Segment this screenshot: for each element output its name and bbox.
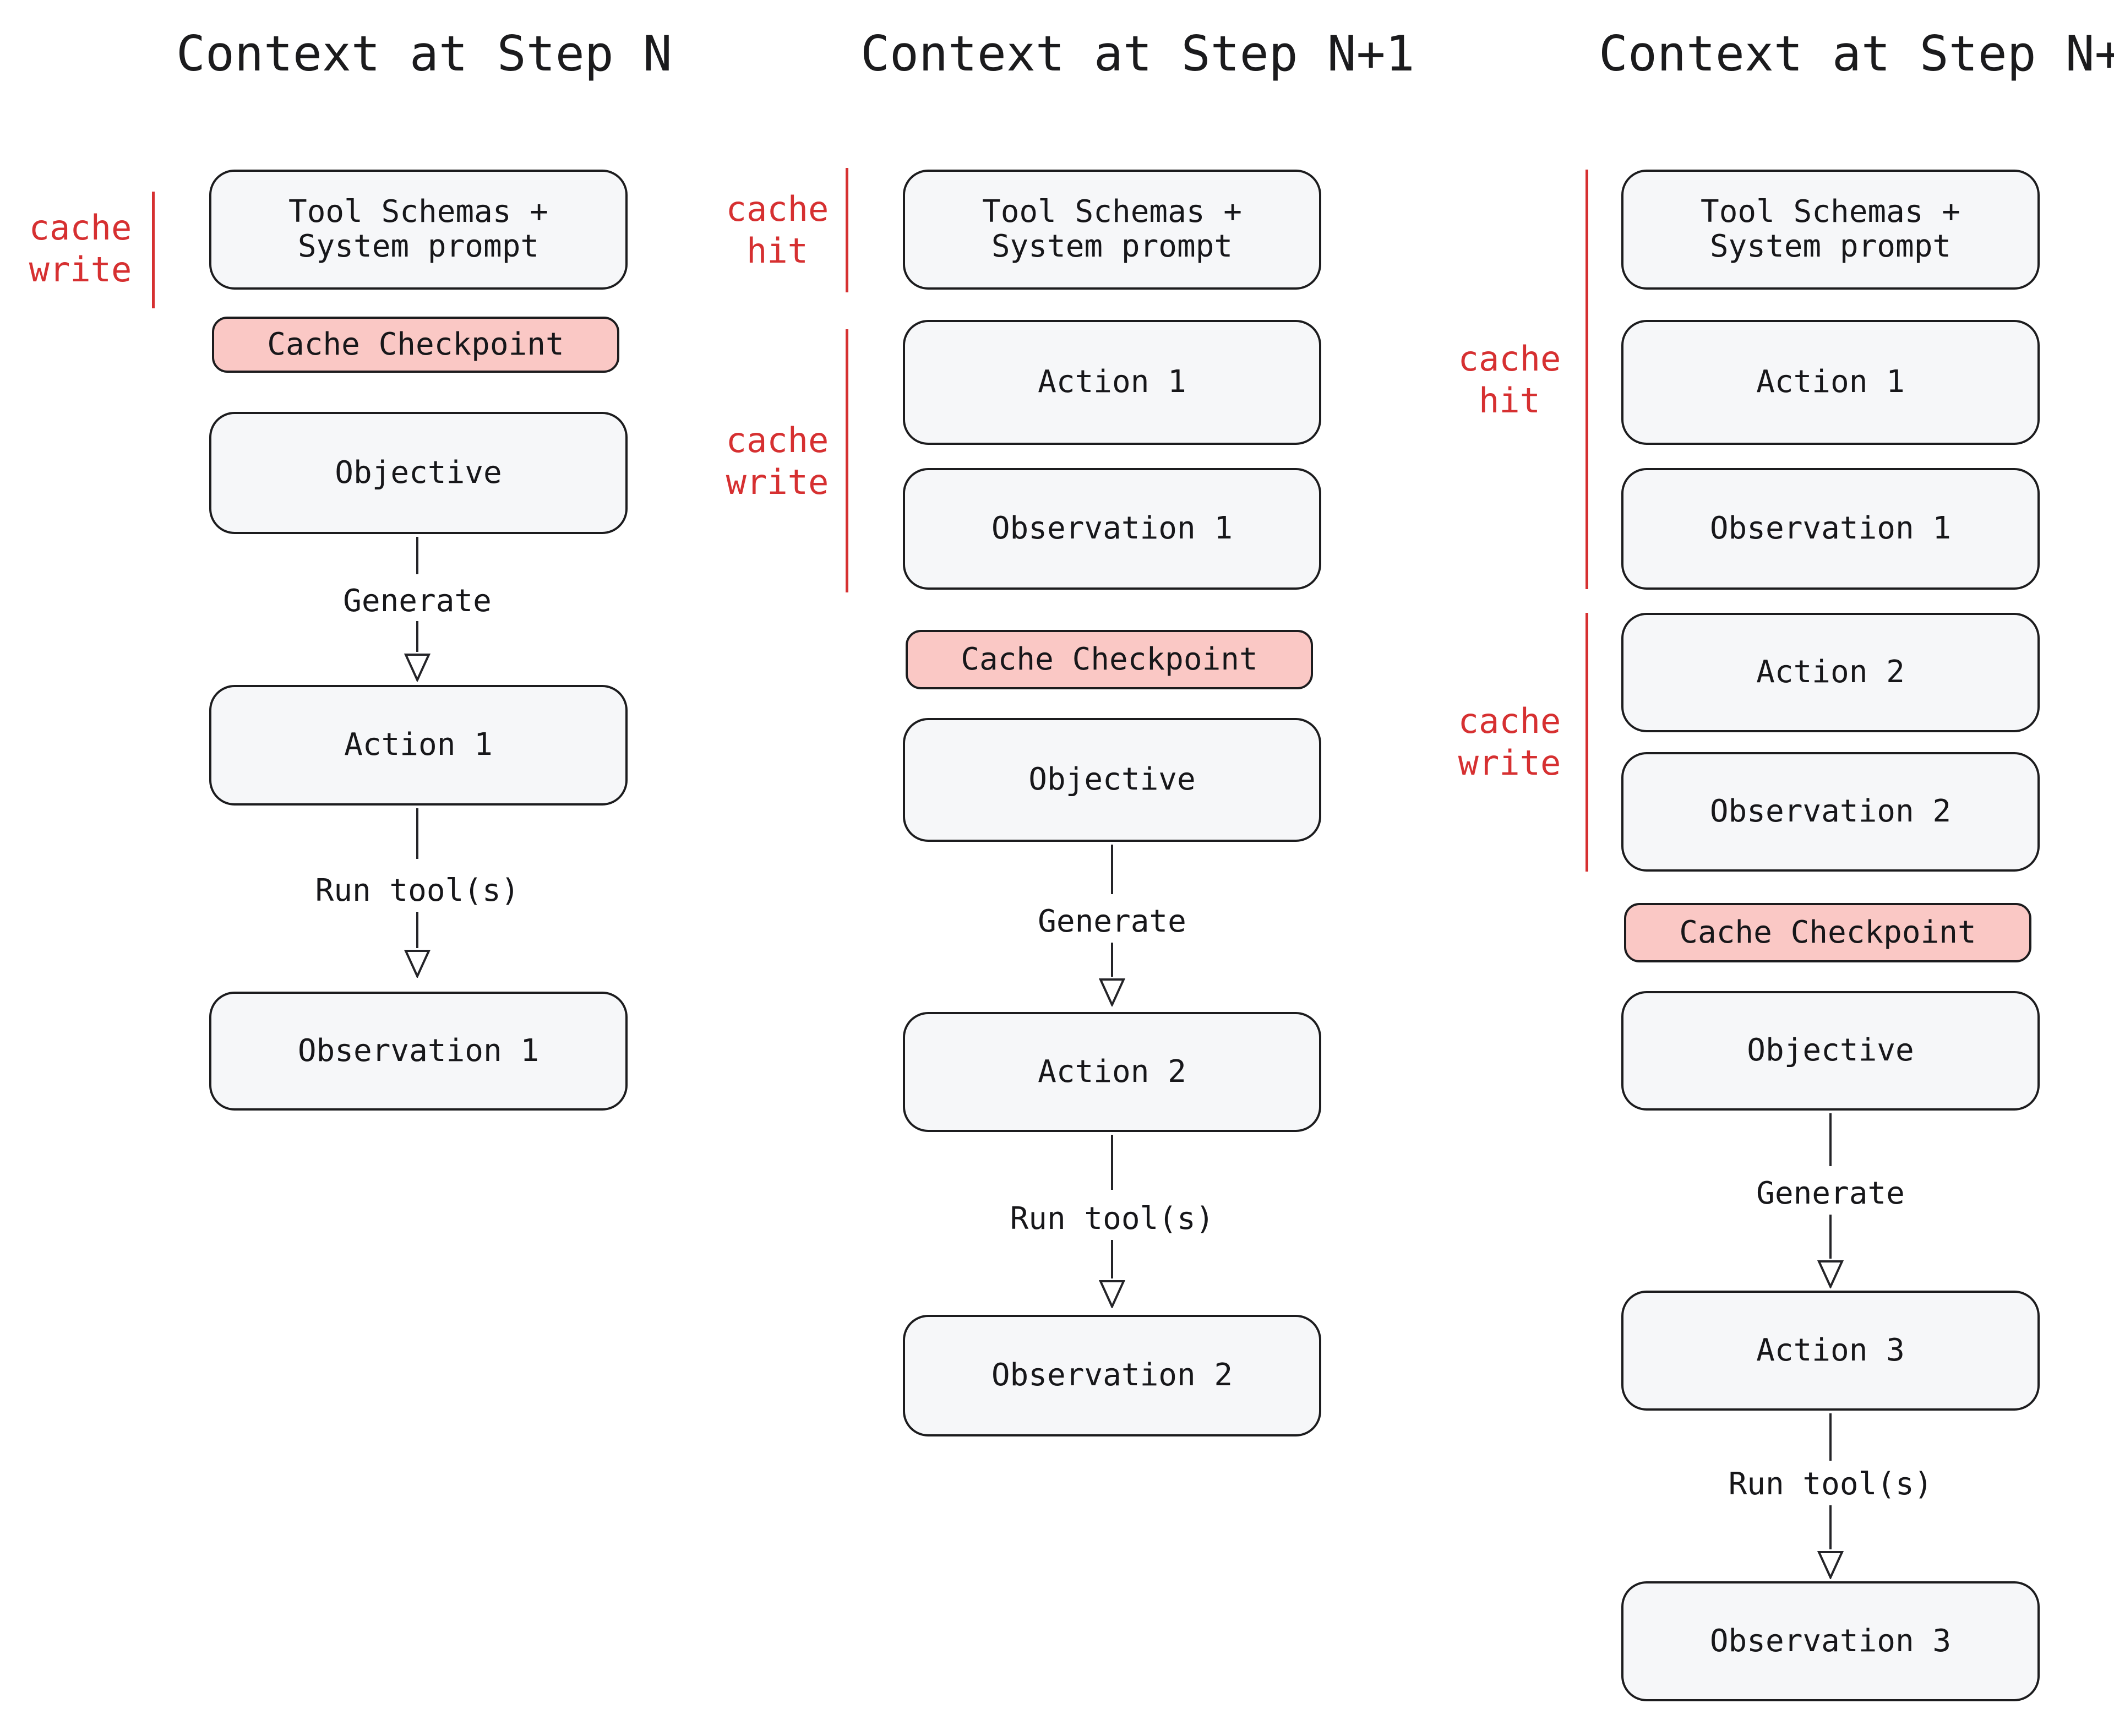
box-action-2: Action 2	[1621, 613, 2040, 732]
arrow-down-icon	[404, 950, 431, 978]
box-action-1: Action 1	[209, 685, 628, 806]
cache-hit-line	[1586, 170, 1588, 589]
box-action-3: Action 3	[1621, 1291, 2040, 1411]
cache-write-label: cache write	[1458, 701, 1561, 783]
arrow-label-generate: Generate	[1038, 904, 1186, 939]
arrow-line	[1111, 1240, 1113, 1278]
box-objective: Objective	[1621, 991, 2040, 1111]
cache-write-label: cache write	[29, 208, 132, 290]
arrow-line	[1829, 1113, 1832, 1166]
cache-write-line	[1586, 613, 1588, 872]
arrow-line	[416, 537, 418, 574]
column-title-step-n: Context at Step N	[176, 25, 672, 82]
box-objective: Objective	[903, 718, 1321, 842]
arrow-down-icon	[404, 654, 431, 682]
arrow-line	[1829, 1413, 1832, 1461]
box-action-2: Action 2	[903, 1012, 1321, 1132]
arrow-label-run-tools: Run tool(s)	[1010, 1201, 1214, 1237]
cache-write-line	[152, 192, 155, 308]
cache-hit-label: cache hit	[726, 189, 829, 271]
cache-write-label: cache write	[726, 420, 829, 502]
cache-hit-line	[846, 168, 848, 292]
arrow-line	[1111, 1135, 1113, 1190]
arrow-label-generate: Generate	[343, 583, 492, 619]
box-tool-schemas-system-prompt: Tool Schemas + System prompt	[903, 170, 1321, 290]
box-tool-schemas-system-prompt: Tool Schemas + System prompt	[1621, 170, 2040, 290]
box-cache-checkpoint: Cache Checkpoint	[212, 317, 619, 373]
arrow-label-run-tools: Run tool(s)	[1728, 1466, 1933, 1502]
arrow-down-icon	[1817, 1551, 1844, 1579]
box-objective: Objective	[209, 412, 628, 534]
cache-hit-label: cache hit	[1458, 339, 1561, 421]
arrow-label-run-tools: Run tool(s)	[315, 873, 520, 908]
box-cache-checkpoint: Cache Checkpoint	[1624, 903, 2031, 962]
box-observation-1: Observation 1	[1621, 468, 2040, 590]
box-observation-2: Observation 2	[1621, 752, 2040, 872]
box-observation-1: Observation 1	[209, 992, 628, 1111]
column-title-step-n2: Context at Step N+2	[1599, 25, 2114, 82]
arrow-down-icon	[1099, 1280, 1125, 1308]
box-observation-2: Observation 2	[903, 1315, 1321, 1436]
arrow-line	[1111, 943, 1113, 977]
arrow-down-icon	[1099, 978, 1125, 1006]
arrow-line	[416, 808, 418, 859]
box-cache-checkpoint: Cache Checkpoint	[906, 630, 1313, 689]
box-tool-schemas-system-prompt: Tool Schemas + System prompt	[209, 170, 628, 290]
arrow-line	[1829, 1505, 1832, 1549]
arrow-label-generate: Generate	[1756, 1176, 1905, 1211]
arrow-line	[1111, 845, 1113, 894]
box-observation-3: Observation 3	[1621, 1581, 2040, 1701]
arrow-line	[416, 912, 418, 948]
arrow-line	[1829, 1215, 1832, 1259]
arrow-line	[416, 621, 418, 652]
cache-write-line	[846, 329, 848, 592]
arrow-down-icon	[1817, 1260, 1844, 1288]
column-title-step-n1: Context at Step N+1	[860, 25, 1415, 82]
box-action-1: Action 1	[1621, 320, 2040, 445]
box-observation-1: Observation 1	[903, 468, 1321, 590]
box-action-1: Action 1	[903, 320, 1321, 445]
